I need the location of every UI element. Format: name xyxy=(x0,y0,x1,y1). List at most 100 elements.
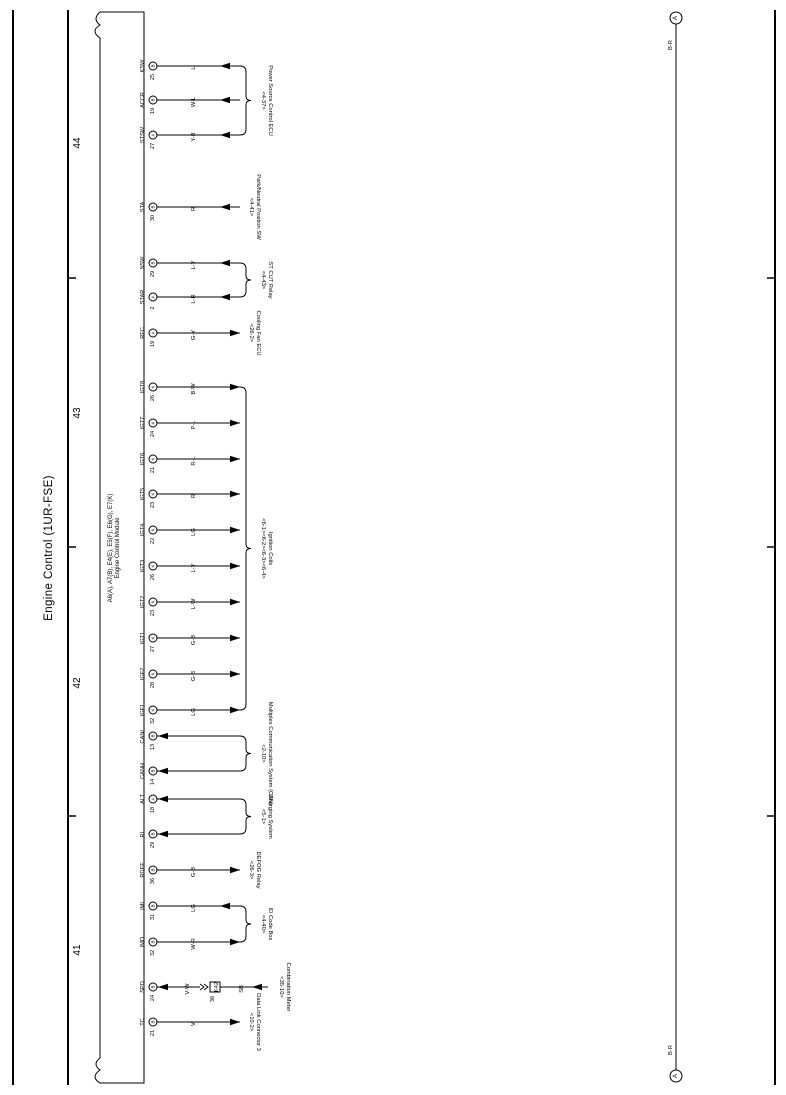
splice-pin-number: 36 xyxy=(210,996,216,1002)
pin-name: IGT1 xyxy=(140,632,146,644)
wire-color-label: L-R xyxy=(191,294,197,303)
group-brace xyxy=(239,386,252,711)
pin-number: 26 xyxy=(150,574,156,580)
pin-name: RL xyxy=(140,830,146,837)
pin-name: IGF1 xyxy=(140,704,146,716)
pin-name: IGT2 xyxy=(140,596,146,608)
device-group: Data Link Connector 3<10-2> xyxy=(248,993,261,1051)
pin-name: SPD xyxy=(140,981,146,993)
device-code: <26-2> xyxy=(248,324,254,343)
pin-connector-letter: A xyxy=(151,797,156,801)
section-number: 43 xyxy=(72,407,83,419)
signal-arrow xyxy=(230,383,240,391)
pin-name: IGT5 xyxy=(140,488,146,500)
pin-name: IGT3 xyxy=(140,560,146,572)
pin-number: 14 xyxy=(150,779,156,785)
device-name: Data Link Connector 3 xyxy=(255,993,261,1051)
ecu-pin-rl[interactable]: RL 29 B xyxy=(140,829,240,848)
signal-arrow xyxy=(220,203,230,211)
pin-number: 23 xyxy=(150,502,156,508)
signal-arrow xyxy=(230,634,240,642)
pin-connector-letter: B xyxy=(151,985,156,988)
wire-color-label: G-B xyxy=(191,635,197,645)
pin-connector-letter: B xyxy=(151,261,156,264)
pin-number: 27 xyxy=(150,143,156,149)
group-brace xyxy=(239,905,252,943)
pin-connector-letter: B xyxy=(151,734,156,737)
pin-connector-letter: B xyxy=(151,904,156,907)
pin-name: IGT7 xyxy=(140,417,146,429)
terminal-wire-color: B-R xyxy=(668,40,674,50)
group-brace xyxy=(239,262,252,298)
pin-number: 2 xyxy=(150,306,156,309)
terminal-top[interactable]: A xyxy=(669,11,683,25)
device-groups-layer: Power Source Control ECU<4-37>Park/Neutr… xyxy=(239,65,291,1051)
wire-color-label: L-W xyxy=(191,598,197,609)
pin-connector-letter: K xyxy=(151,708,156,712)
pin-name: STA xyxy=(140,202,146,213)
terminal-bottom[interactable]: A xyxy=(669,1069,683,1083)
pin-connector-letter: K xyxy=(151,672,156,676)
wire-color-label: G-B xyxy=(191,671,197,681)
pin-connector-letter: B xyxy=(151,769,156,772)
signal-arrow xyxy=(158,732,168,740)
device-group: DEFOG Relay<26-3> xyxy=(248,851,261,888)
wire-color-label: P-L xyxy=(191,420,197,430)
device-name: ID Code Box xyxy=(267,908,273,941)
pin-name: IMI xyxy=(140,902,146,910)
pin-number: 29 xyxy=(150,842,156,848)
pin-number: 32 xyxy=(150,950,156,956)
ecu-name: Engine Control Module xyxy=(115,517,121,579)
wire-color-label: Y-B xyxy=(191,132,197,141)
pin-connector-letter: B xyxy=(151,832,156,835)
signal-arrow xyxy=(220,259,230,267)
device-group: Power Source Control ECU<4-37> xyxy=(239,65,273,136)
pin-connector-letter: A xyxy=(151,295,156,299)
pin-connector-letter: K xyxy=(151,421,156,425)
device-name: Combination Meter xyxy=(285,963,291,1012)
signal-arrow xyxy=(158,983,168,991)
signal-arrow xyxy=(230,938,240,946)
pin-name: ALT xyxy=(140,793,146,803)
device-name: Power Source Control ECU xyxy=(267,65,273,136)
wire-color-label: G-B xyxy=(191,867,197,877)
signal-arrow xyxy=(230,455,240,463)
wire-color-label: LG xyxy=(191,904,197,912)
signal-arrow xyxy=(158,795,168,803)
pin-connector-letter: A xyxy=(151,133,156,137)
pin-number: 21 xyxy=(150,1030,156,1036)
pin-connector-letter: B xyxy=(151,205,156,208)
device-code: <26-3> xyxy=(248,861,254,880)
pin-name: IMO xyxy=(140,936,146,947)
signal-arrow xyxy=(230,598,240,606)
group-brace xyxy=(239,735,252,772)
pin-connector-letter: B xyxy=(151,64,156,67)
device-name: DEFOG Relay xyxy=(255,851,261,888)
